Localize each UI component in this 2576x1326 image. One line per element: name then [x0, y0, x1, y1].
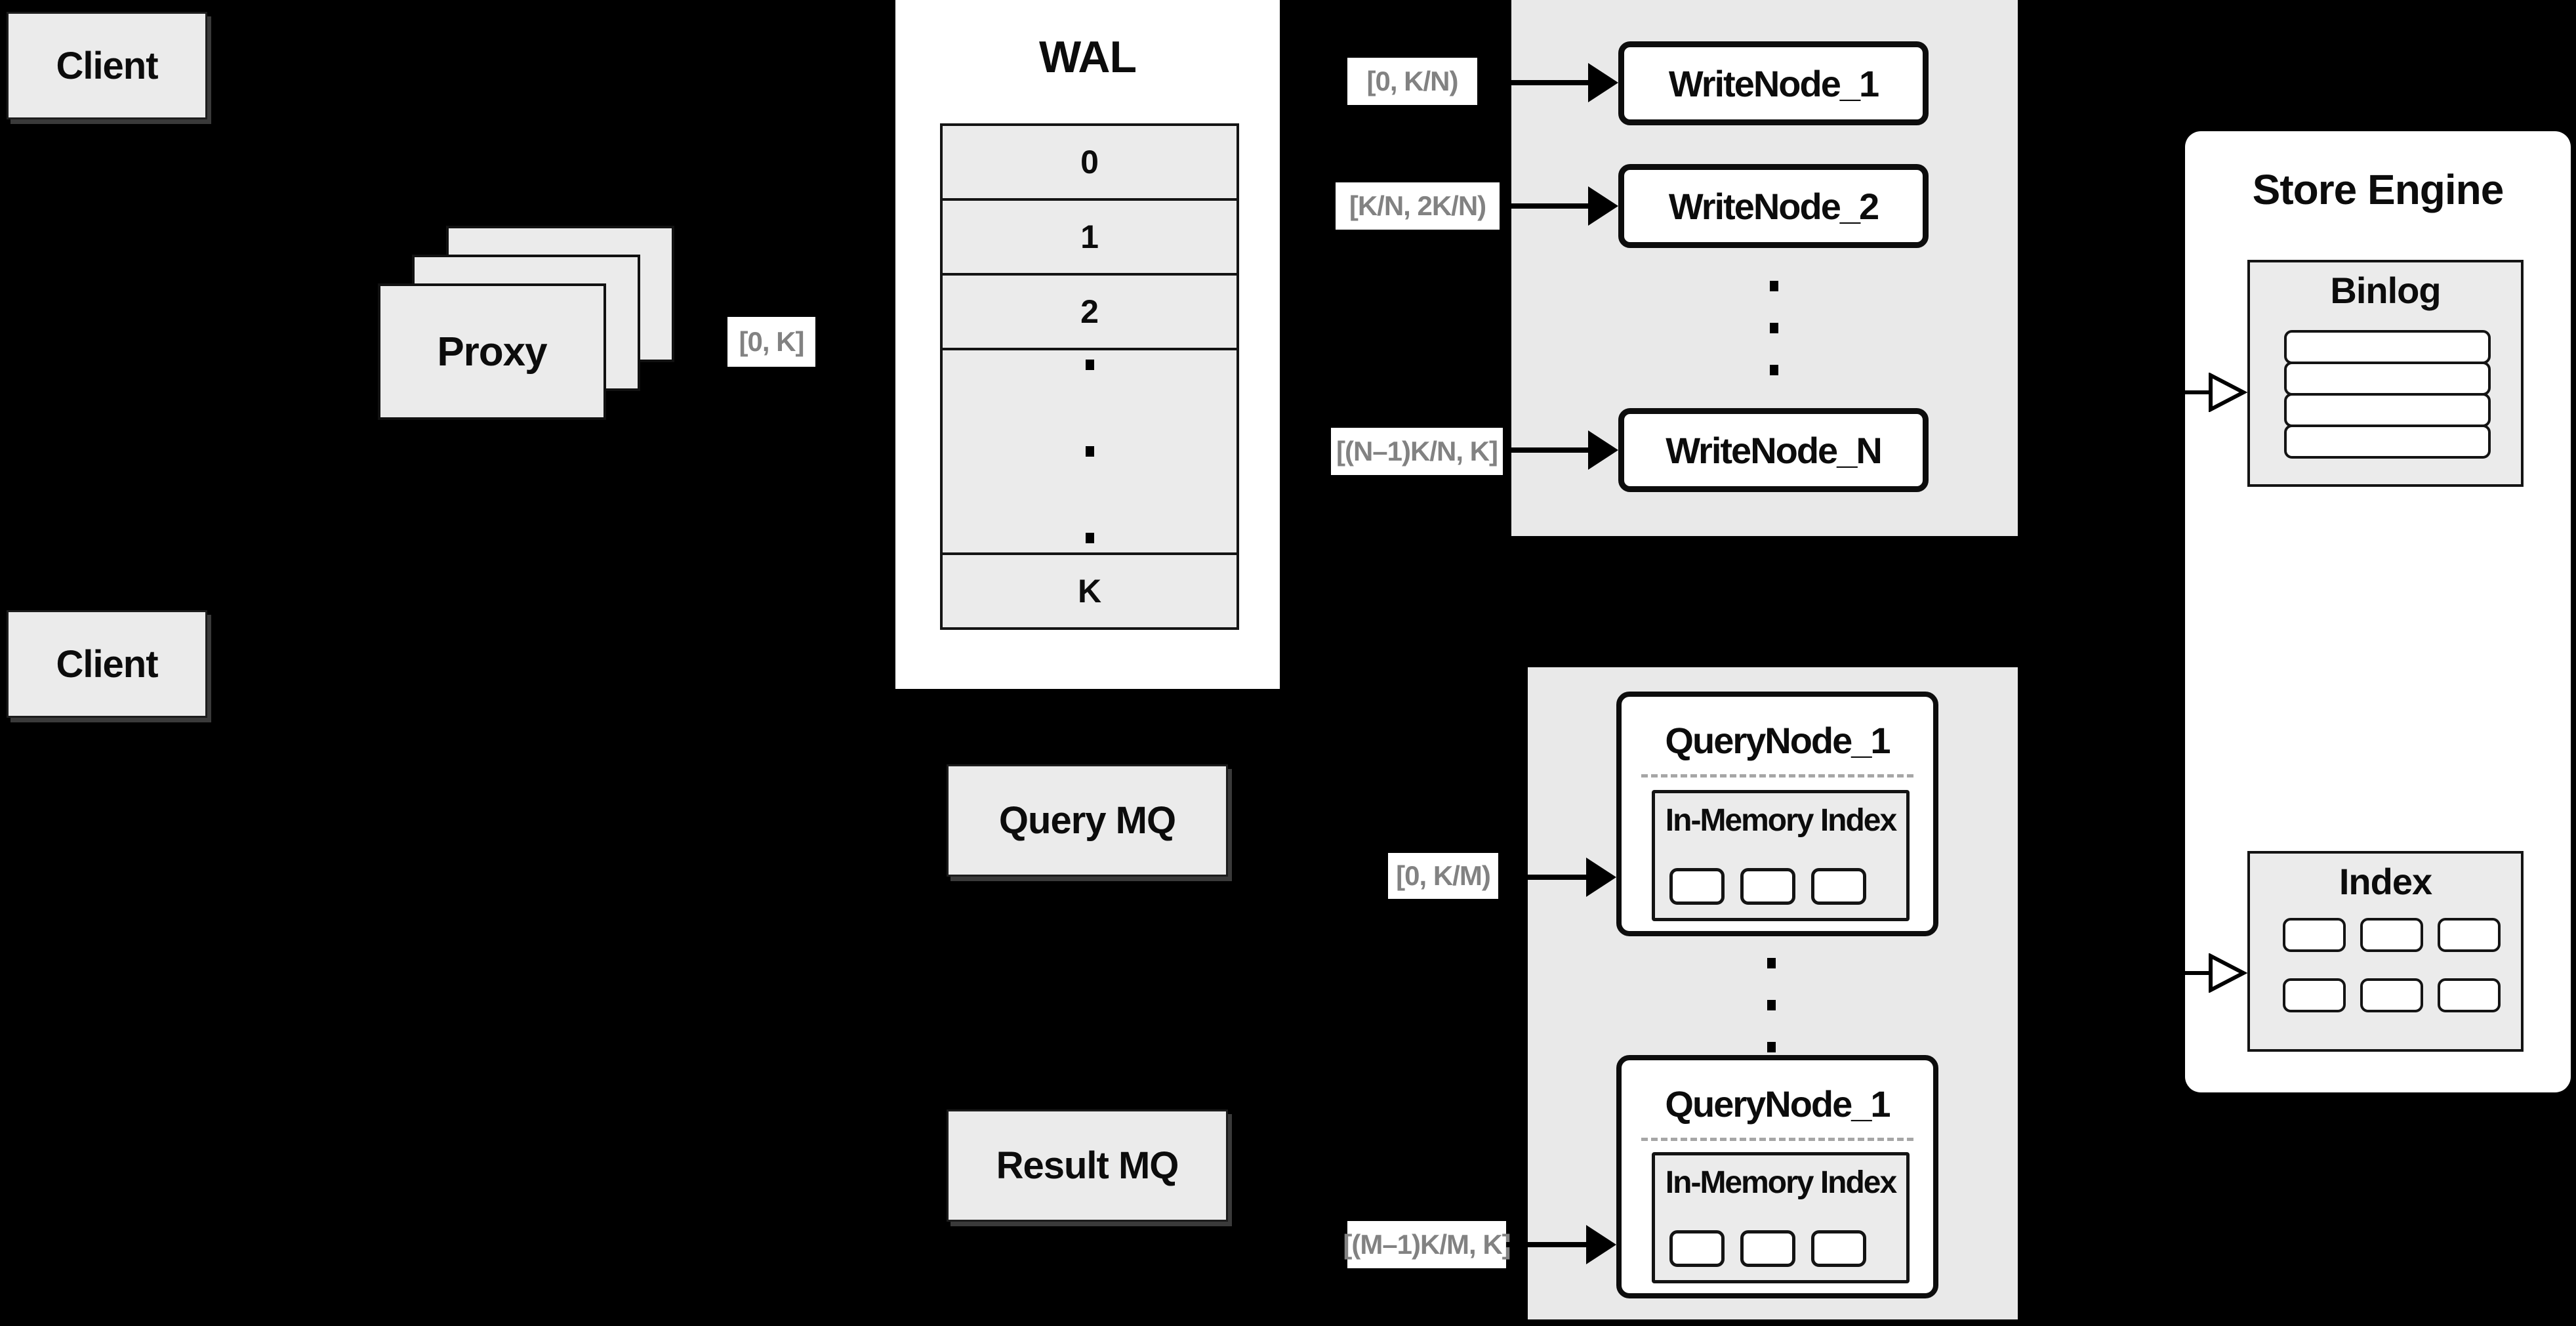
client-top-label: Client — [56, 44, 158, 87]
index-title: Index — [2339, 861, 2432, 902]
query-node-2-inmemory-title: In-Memory Index — [1665, 1165, 1897, 1200]
index-chip — [1669, 1230, 1725, 1267]
query-node-2-title: QueryNode_1 — [1665, 1083, 1891, 1125]
range-label-proxy-out: [0, K] — [727, 317, 815, 367]
client-box-bottom: Client — [7, 610, 207, 718]
binlog-segment — [2284, 362, 2491, 396]
arrow-head-to-writenode-1 — [1588, 63, 1618, 102]
arrow-open-head-to-binlog — [2209, 373, 2247, 412]
range-label-write-n-text: [(N–1)K/N, K] — [1336, 436, 1498, 466]
arrow-shaft-to-writenode-2 — [1500, 203, 1592, 209]
query-node-2-dashed-separator — [1641, 1138, 1913, 1141]
query-node-1-inmemory-title: In-Memory Index — [1665, 803, 1897, 838]
wal-row-1-label: 1 — [1080, 218, 1099, 255]
client-box-top: Client — [7, 12, 207, 119]
write-node-2-label: WriteNode_2 — [1668, 185, 1879, 227]
index-segment — [2438, 918, 2501, 952]
wal-row-0-label: 0 — [1080, 144, 1099, 180]
index-chip — [1669, 868, 1725, 905]
wal-row-2: 2 — [940, 273, 1239, 350]
arrow-shaft-to-index — [2129, 971, 2211, 975]
index-chip — [1740, 1230, 1795, 1267]
write-node-n-label: WriteNode_N — [1666, 429, 1883, 471]
range-label-query-1: [0, K/M) — [1388, 853, 1498, 899]
proxy-box-front: Proxy — [378, 283, 606, 420]
query-node-2-inmemory-box: In-Memory Index — [1652, 1152, 1910, 1283]
result-mq-box: Result MQ — [947, 1109, 1228, 1222]
store-engine-title: Store Engine — [2252, 166, 2504, 213]
query-group-ellipsis-dots — [1767, 958, 1776, 1052]
arrow-shaft-to-writenode-1 — [1477, 80, 1592, 85]
write-node-1-label: WriteNode_1 — [1668, 62, 1879, 104]
binlog-segment — [2284, 425, 2491, 459]
arrow-shaft-to-writenode-n — [1503, 447, 1592, 453]
binlog-title: Binlog — [2330, 270, 2441, 311]
range-label-write-2: [K/N, 2K/N) — [1336, 182, 1500, 230]
index-segment — [2438, 978, 2501, 1012]
result-mq-label: Result MQ — [996, 1144, 1179, 1187]
arrow-open-head-to-index — [2209, 953, 2247, 993]
range-label-query-1-text: [0, K/M) — [1396, 860, 1491, 891]
arrow-shaft-to-querynode-1 — [1498, 875, 1590, 880]
range-label-proxy-out-text: [0, K] — [739, 326, 805, 357]
index-chip — [1740, 868, 1795, 905]
query-node-1-title: QueryNode_1 — [1665, 720, 1891, 761]
index-segment — [2360, 978, 2423, 1012]
index-segment — [2360, 918, 2423, 952]
index-box: Index — [2247, 851, 2524, 1052]
range-label-write-1: [0, K/N) — [1347, 58, 1477, 105]
client-bottom-label: Client — [56, 642, 158, 686]
arrow-head-to-writenode-n — [1588, 430, 1618, 470]
wal-row-ellipsis — [940, 348, 1239, 555]
binlog-segment — [2284, 393, 2491, 427]
arrow-head-to-querynode-m — [1586, 1225, 1616, 1264]
store-engine-panel: Store Engine Binlog Index — [2185, 131, 2571, 1092]
index-chip — [1811, 1230, 1866, 1267]
binlog-box: Binlog — [2247, 260, 2524, 487]
index-segment — [2283, 978, 2346, 1012]
wal-row-k: K — [940, 552, 1239, 630]
index-chip — [1811, 868, 1866, 905]
wal-row-1: 1 — [940, 198, 1239, 276]
query-node-2: QueryNode_1 In-Memory Index — [1616, 1055, 1938, 1298]
range-label-query-m: [(M–1)K/M, K] — [1343, 1221, 1511, 1268]
write-node-n: WriteNode_N — [1618, 408, 1929, 492]
proxy-label: Proxy — [437, 329, 547, 375]
wal-table: 0 1 2 K — [940, 123, 1239, 630]
write-group-ellipsis-dots — [1770, 281, 1778, 375]
write-node-1: WriteNode_1 — [1618, 41, 1929, 125]
index-segment — [2283, 918, 2346, 952]
binlog-segment — [2284, 330, 2491, 364]
wal-row-k-label: K — [1077, 573, 1102, 610]
range-label-write-n: [(N–1)K/N, K] — [1331, 428, 1503, 475]
write-node-2: WriteNode_2 — [1618, 164, 1929, 248]
arrow-head-to-querynode-1 — [1586, 858, 1616, 897]
arrow-head-to-writenode-2 — [1588, 186, 1618, 226]
wal-panel: WAL 0 1 2 K — [895, 0, 1280, 689]
wal-row-2-label: 2 — [1080, 293, 1099, 330]
wal-row-0: 0 — [940, 123, 1239, 201]
query-mq-box: Query MQ — [947, 764, 1228, 877]
query-node-1-inmemory-box: In-Memory Index — [1652, 790, 1910, 921]
query-node-1-dashed-separator — [1641, 774, 1913, 777]
arrow-shaft-to-binlog — [2129, 390, 2211, 394]
query-mq-label: Query MQ — [998, 799, 1176, 842]
wal-title: WAL — [1038, 32, 1137, 82]
wal-ellipsis-dots — [1085, 360, 1094, 543]
query-node-1: QueryNode_1 In-Memory Index — [1616, 692, 1938, 936]
range-label-query-m-text: [(M–1)K/M, K] — [1343, 1229, 1511, 1260]
range-label-write-2-text: [K/N, 2K/N) — [1349, 190, 1486, 221]
arrow-shaft-to-querynode-m — [1506, 1242, 1590, 1247]
range-label-write-1-text: [0, K/N) — [1366, 66, 1459, 96]
